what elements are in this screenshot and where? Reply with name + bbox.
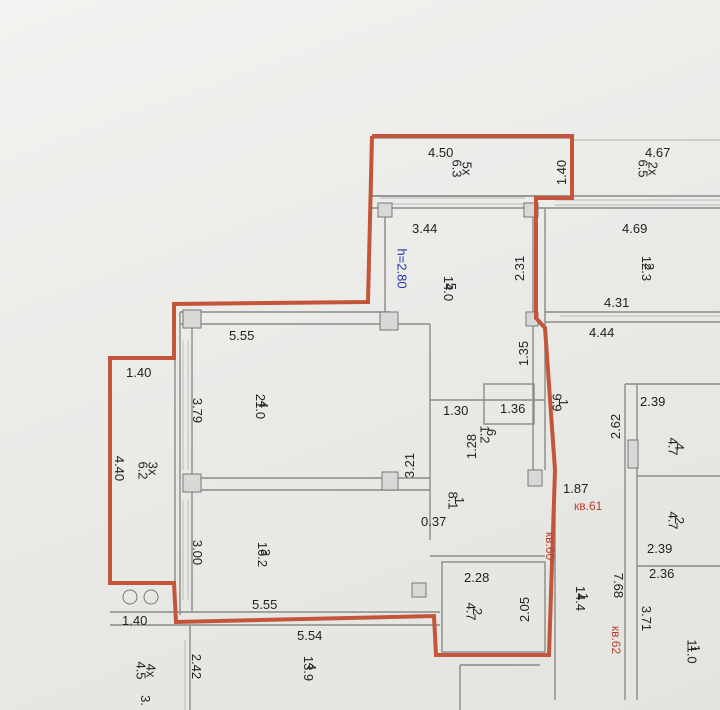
dimension-label: 1.87 [563,481,589,496]
dimension-label: 2.36 [649,566,675,581]
room-area: 21.0 [253,393,269,420]
dimension-label: 4.44 [589,325,615,340]
dimension-label: 3.79 [190,397,206,424]
apartment-label: кв.60 [543,531,558,561]
dimension-label: 3. [137,695,153,706]
dimension-label: 2.39 [640,394,666,409]
room-area: 16.2 [255,541,271,568]
dimension-label: 3.00 [190,539,206,566]
wc-wall [441,561,546,653]
dimension-label: 2.39 [647,541,673,556]
room-area: 4.5 [133,661,149,680]
dimension-label: 5.54 [297,628,323,643]
room-area: 1.2 [477,425,493,444]
dimension-label: 2.62 [608,413,624,440]
dimension-label: 4.67 [645,145,671,160]
room-area: 14.4 [573,585,589,612]
shaft-wall [483,383,535,425]
dimension-label: 3.44 [412,221,438,236]
dimension-label: 3.21 [402,452,418,479]
room-area: 9.9 [549,393,565,412]
room-area: 4.7 [665,511,681,530]
room-area: 4.7 [665,437,681,456]
room-area: 13.9 [301,655,317,682]
dimension-label: 4.50 [428,145,454,160]
dimension-label: 0.37 [421,514,447,529]
dimension-label: 7.68 [611,572,627,599]
dimension-label: 1.30 [443,403,469,418]
room-area: 12.3 [639,255,655,282]
sanitary-fixtures [122,589,159,605]
dimension-label: 4.40 [112,455,128,482]
room-area: 6.2 [135,461,151,480]
room-area: 14.0 [441,275,457,302]
dimension-label: 4.69 [622,221,648,236]
dimension-label: 1.40 [122,613,148,628]
dimension-label: 4.31 [604,295,630,310]
dimension-label: 2.05 [517,596,533,623]
dimension-label: 1.35 [516,340,532,367]
room-area: 11.0 [684,639,700,664]
room-area: 4.7 [463,602,479,621]
dimension-label: 2.28 [464,570,490,585]
dimension-label: 5.55 [229,328,255,343]
dimension-label: 1.40 [554,159,570,186]
room-area: 6.3 [449,159,465,178]
apartment-label: кв.62 [609,625,624,655]
windows [182,197,720,710]
ceiling-height-label: h=2.80 [394,248,410,289]
apartment-label: кв.61 [574,499,603,513]
dimension-label: 2.31 [512,255,528,282]
dimension-label: 2.42 [189,653,205,680]
dimension-label: 1.28 [464,433,480,460]
room-area: 8.1 [445,491,461,510]
room-area: 6.5 [635,159,651,178]
apartment-60-outline [108,134,574,657]
dimension-label: 5.55 [252,597,278,612]
dimension-label: 1.40 [126,365,152,380]
dimension-label: 1.36 [500,401,526,416]
dimension-label: 3.71 [639,605,655,632]
